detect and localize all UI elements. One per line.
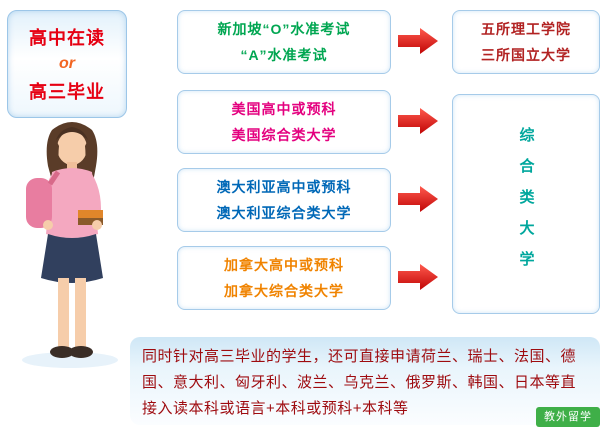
pathway-line: 美国综合类大学 (231, 127, 337, 143)
pathway-box-usa: 美国高中或预科 美国综合类大学 (177, 90, 391, 154)
pathway-line: 澳大利亚综合类大学 (216, 205, 352, 221)
bottom-note-text: 同时针对高三毕业的学生，还可直接申请荷兰、瑞士、法国、德国、意大利、匈牙利、波兰… (142, 348, 577, 417)
pathway-line: 澳大利亚高中或预科 (216, 179, 352, 195)
pathway-line: 加拿大综合类大学 (224, 283, 344, 299)
pathway-line: “A”水准考试 (240, 47, 328, 63)
student-photo (0, 112, 140, 372)
comprehensive-university-label: 综合类大学 (517, 126, 535, 282)
arrow-right-icon (398, 264, 438, 290)
student-illustration (22, 122, 118, 368)
destination-box-singapore: 五所理工学院 三所国立大学 (452, 10, 600, 74)
status-or-text: or (59, 55, 75, 72)
pathway-box-australia: 澳大利亚高中或预科 澳大利亚综合类大学 (177, 168, 391, 232)
watermark-badge: 教外留学 (536, 407, 600, 427)
destination-box-comprehensive: 综合类大学 (452, 94, 600, 314)
pathway-box-singapore: 新加坡“O”水准考试 “A”水准考试 (177, 10, 391, 74)
student-status-box: 高中在读 or 高三毕业 (7, 10, 127, 118)
destination-line: 三所国立大学 (481, 47, 571, 63)
pathway-box-canada: 加拿大高中或预科 加拿大综合类大学 (177, 246, 391, 310)
bottom-note-panel: 同时针对高三毕业的学生，还可直接申请荷兰、瑞士、法国、德国、意大利、匈牙利、波兰… (130, 337, 600, 425)
pathway-line: 新加坡“O”水准考试 (217, 21, 351, 37)
pathway-line: 美国高中或预科 (231, 101, 337, 117)
destination-line: 五所理工学院 (481, 21, 571, 37)
status-line-2: 高三毕业 (29, 82, 105, 102)
arrow-right-icon (398, 28, 438, 54)
status-line-1: 高中在读 (29, 28, 105, 48)
pathway-line: 加拿大高中或预科 (224, 257, 344, 273)
arrow-right-icon (398, 186, 438, 212)
arrow-right-icon (398, 108, 438, 134)
